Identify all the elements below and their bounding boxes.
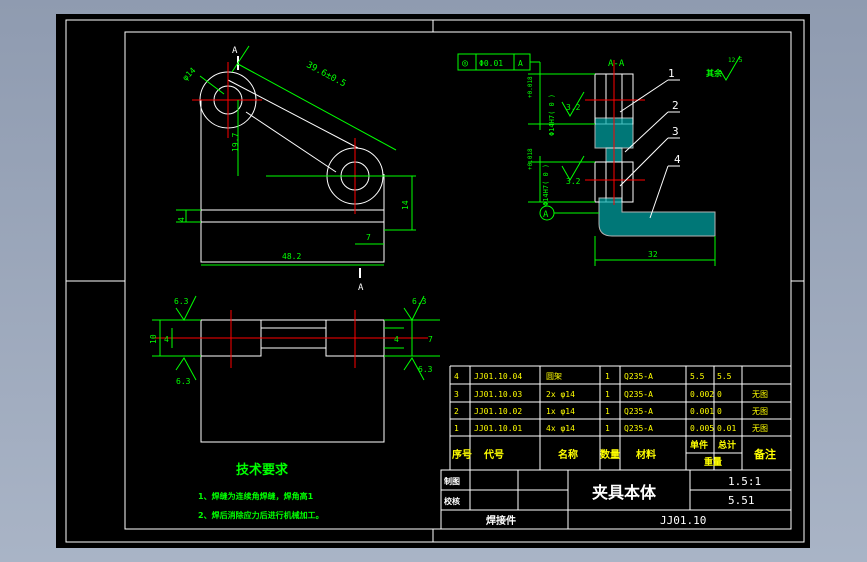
tech-req-title: 技术要求: [236, 462, 289, 478]
tech-req-item-1: 1、焊缝为连续角焊缝，焊角高1: [198, 491, 314, 501]
tb-weight: 5.51: [728, 494, 755, 507]
parts-cell-total_weight: 0: [717, 390, 722, 399]
parts-cell-unit_weight: 0.005: [690, 424, 714, 433]
dim-width-32: 32: [648, 250, 658, 259]
parts-cell-material: Q235-A: [624, 372, 653, 381]
parts-cell-note: 无图: [752, 407, 768, 416]
dim-bottom-4b: 4: [394, 335, 399, 344]
parts-cell-qty: 1: [605, 424, 610, 433]
roughness-bl: 6.3: [176, 377, 191, 386]
tb-scale: 1.5:1: [728, 475, 761, 488]
parts-cell-no: 4: [454, 372, 459, 381]
tolerance-datum: A: [518, 59, 523, 68]
dim-overall-48: 48.2: [282, 252, 301, 261]
parts-cell-no: 3: [454, 390, 459, 399]
tb-drawn: 制图: [444, 476, 460, 486]
header-unit: 单件: [690, 439, 708, 451]
parts-cell-material: Q235-A: [624, 407, 653, 416]
parts-cell-name: 4x φ14: [546, 424, 575, 433]
parts-cell-code: JJ01.10.03: [474, 390, 522, 399]
dim-width-7: 7: [366, 233, 371, 242]
roughness-tr: 6.3: [412, 297, 427, 306]
header-qty: 数量: [600, 448, 620, 461]
dim-height-14: 14: [401, 200, 410, 210]
dim-bottom-4: 4: [164, 335, 169, 344]
header-material: 材料: [636, 448, 656, 461]
parts-cell-name: 1x φ14: [546, 407, 575, 416]
dim-vertical-offset: 19.7: [231, 133, 240, 152]
section-title: A-A: [608, 59, 625, 69]
balloon-1: 1: [668, 67, 675, 80]
roughness-tl: 6.3: [174, 297, 189, 306]
tb-part-name: 夹具本体: [592, 483, 657, 502]
dim-bore-lower: Φ14H7( 0 ): [542, 164, 550, 206]
section-label-a-bottom: A: [358, 283, 364, 293]
header-total: 总计: [718, 439, 736, 451]
parts-cell-unit_weight: 0.001: [690, 407, 714, 416]
top-view: [152, 295, 440, 443]
section-view: [457, 53, 741, 266]
rest-roughness-label: 其余: [706, 68, 723, 78]
roughness-br: 6.3: [418, 365, 433, 374]
tech-req-item-2: 2、焊后消除应力后进行机械加工。: [198, 510, 324, 520]
dim-bottom-7: 7: [428, 335, 433, 344]
header-no: 序号: [452, 448, 472, 461]
parts-cell-note: 无图: [752, 424, 768, 433]
dim-bore-lower-tol: +0.018: [527, 148, 534, 170]
parts-cell-qty: 1: [605, 407, 610, 416]
section-label-a-top: A: [232, 46, 238, 56]
tb-checked: 校核: [444, 496, 460, 506]
front-view: [176, 45, 416, 278]
tb-drawing-no: JJ01.10: [660, 514, 706, 527]
parts-cell-code: JJ01.10.04: [474, 372, 522, 381]
parts-cell-name: 圆架: [546, 372, 562, 381]
balloon-3: 3: [672, 125, 679, 138]
parts-cell-material: Q235-A: [624, 424, 653, 433]
parts-cell-unit_weight: 5.5: [690, 372, 705, 381]
dim-bore-upper-tol: +0.018: [527, 76, 534, 98]
rest-roughness-value: 12.5: [728, 57, 743, 64]
parts-cell-no: 1: [454, 424, 459, 433]
dim-bottom-10: 10: [149, 334, 158, 344]
tolerance-value: Φ0.01: [479, 59, 503, 68]
drawing-sheet: [56, 14, 810, 548]
header-code: 代号: [483, 448, 504, 461]
roughness-32b: 3.2: [566, 177, 581, 186]
parts-cell-name: 2x φ14: [546, 390, 575, 399]
parts-cell-code: JJ01.10.01: [474, 424, 522, 433]
roughness-32a: 3.2: [566, 103, 581, 112]
parts-cell-code: JJ01.10.02: [474, 407, 522, 416]
parts-cell-no: 2: [454, 407, 459, 416]
dim-thickness-4: 4: [177, 217, 186, 222]
parts-cell-note: 无图: [752, 390, 768, 399]
parts-cell-total_weight: 0: [717, 407, 722, 416]
header-note: 备注: [753, 447, 776, 461]
parts-cell-material: Q235-A: [624, 390, 653, 399]
tb-drawing-type: 焊接件: [486, 514, 516, 527]
balloon-2: 2: [672, 99, 679, 112]
title-block-grid: [440, 469, 792, 530]
header-weight: 重量: [704, 456, 722, 468]
dim-bore-upper: Φ14H7( 0 ): [548, 94, 556, 136]
balloon-4: 4: [674, 153, 681, 166]
header-name: 名称: [558, 448, 578, 461]
datum-a: A: [543, 210, 549, 220]
parts-cell-total_weight: 5.5: [717, 372, 732, 381]
parts-cell-qty: 1: [605, 372, 610, 381]
parts-cell-qty: 1: [605, 390, 610, 399]
parts-cell-total_weight: 0.01: [717, 424, 736, 433]
parts-cell-unit_weight: 0.002: [690, 390, 714, 399]
tolerance-symbol: ◎: [462, 58, 468, 69]
